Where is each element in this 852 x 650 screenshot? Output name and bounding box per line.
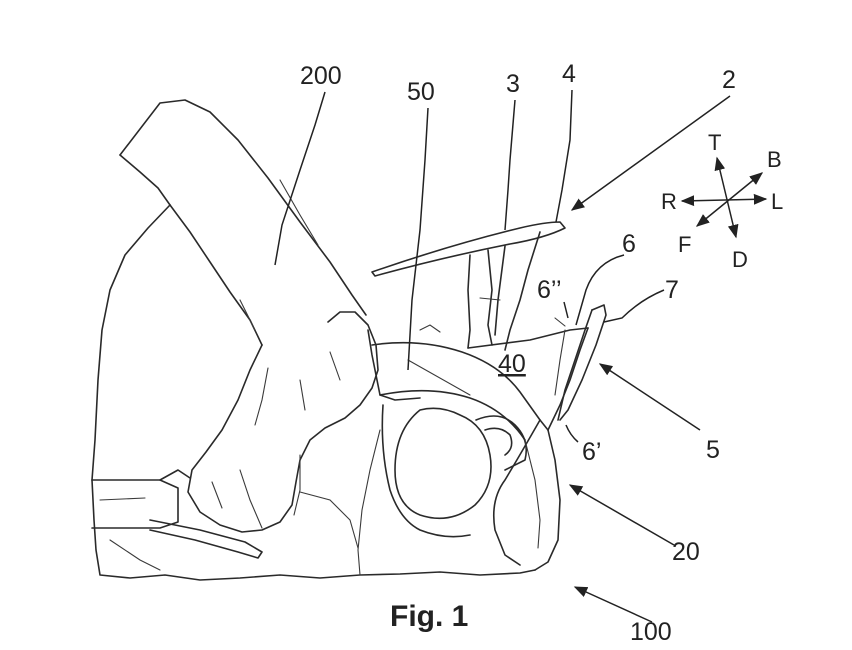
ref-4: 4 — [562, 60, 576, 88]
ref-100: 100 — [630, 618, 672, 646]
direction-label-back: B — [767, 147, 782, 172]
operator-hand-drawing — [187, 311, 379, 533]
ref-3: 3 — [506, 70, 520, 98]
figure-caption: Fig. 1 — [390, 600, 468, 633]
direction-compass: T B R L F D — [661, 130, 783, 272]
ref-6: 6 — [622, 230, 636, 258]
operator-body-drawing — [91, 99, 367, 481]
ref-6-prime: 6’ — [582, 438, 601, 466]
leader-lines — [274, 89, 731, 623]
ref-5: 5 — [706, 436, 720, 464]
bracket-drawing — [371, 221, 566, 351]
tool-handle-drawing — [91, 469, 263, 571]
ref-20: 20 — [672, 538, 700, 566]
lower-body-drawing — [91, 429, 536, 581]
direction-label-left: L — [771, 189, 783, 214]
direction-label-down: D — [732, 247, 748, 272]
direction-label-top: T — [708, 130, 721, 155]
front-flap-drawing — [467, 304, 607, 431]
ref-50: 50 — [407, 78, 435, 106]
direction-label-front: F — [678, 232, 691, 257]
ref-6-double-prime: 6’’ — [537, 276, 562, 304]
helmet-drawing — [367, 324, 561, 571]
reference-numerals: 200 50 3 4 2 6 6’’ 7 40 5 6’ 20 100 — [300, 60, 736, 646]
ref-200: 200 — [300, 62, 342, 90]
direction-label-right: R — [661, 189, 677, 214]
ref-2: 2 — [722, 66, 736, 94]
ref-7: 7 — [665, 276, 679, 304]
ref-40: 40 — [498, 350, 526, 378]
